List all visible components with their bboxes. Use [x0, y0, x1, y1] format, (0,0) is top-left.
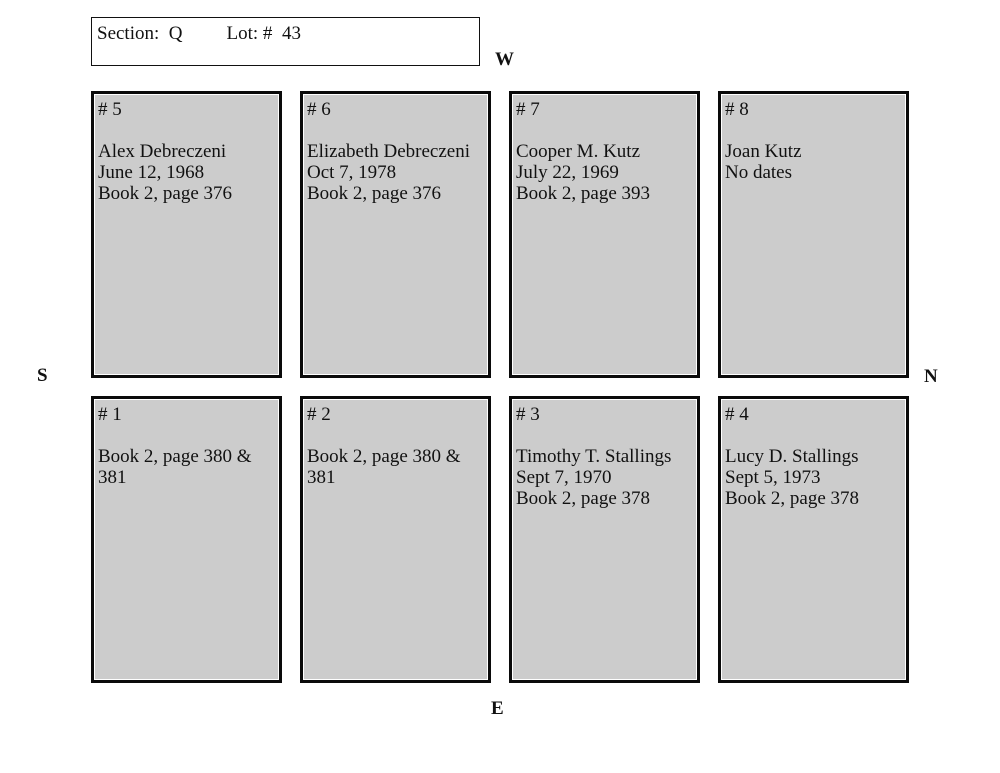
- compass-north: N: [924, 366, 938, 387]
- section-label: Section:: [97, 23, 160, 44]
- header-text: Section: Q Lot: # 43: [97, 23, 301, 45]
- compass-west: W: [495, 49, 514, 70]
- plot-record: Book 2, page 378: [725, 488, 860, 509]
- plot-record: Book 2, page 376: [98, 183, 233, 204]
- plot-record: Book 2, page 393: [516, 183, 651, 204]
- compass-south: S: [37, 365, 48, 386]
- plot-date: Sept 5, 1973: [725, 467, 821, 488]
- plot-number: # 5: [98, 99, 122, 120]
- plot-date: Oct 7, 1978: [307, 162, 397, 183]
- plot-number: # 8: [725, 99, 749, 120]
- plot-record: Book 2, page 378: [516, 488, 651, 509]
- plot-number: # 6: [307, 99, 331, 120]
- plot-number: # 3: [516, 404, 540, 425]
- plot-2: # 2 Book 2, page 380 & 381: [300, 396, 491, 683]
- plot-name: Timothy T. Stallings: [516, 446, 672, 467]
- plot-number: # 2: [307, 404, 331, 425]
- plot-number: # 4: [725, 404, 749, 425]
- section-lot-header: Section: Q Lot: # 43: [91, 17, 480, 66]
- plot-record: Book 2, page 380 & 381: [307, 446, 461, 488]
- plot-4: # 4 Lucy D. Stallings Sept 5, 1973 Book …: [718, 396, 909, 683]
- plot-3: # 3 Timothy T. Stallings Sept 7, 1970 Bo…: [509, 396, 700, 683]
- plot-record: Book 2, page 380 & 381: [98, 446, 252, 488]
- plot-name: Joan Kutz: [725, 141, 802, 162]
- section-value: Q: [168, 23, 183, 44]
- plot-date: June 12, 1968: [98, 162, 205, 183]
- plot-6: # 6 Elizabeth Debreczeni Oct 7, 1978 Boo…: [300, 91, 491, 378]
- plot-date: July 22, 1969: [516, 162, 619, 183]
- plot-5: # 5 Alex Debreczeni June 12, 1968 Book 2…: [91, 91, 282, 378]
- lot-value: 43: [281, 23, 301, 44]
- plot-record: Book 2, page 376: [307, 183, 442, 204]
- plot-7: # 7 Cooper M. Kutz July 22, 1969 Book 2,…: [509, 91, 700, 378]
- plot-name: Lucy D. Stallings: [725, 446, 859, 467]
- plot-8: # 8 Joan Kutz No dates: [718, 91, 909, 378]
- plot-date: No dates: [725, 162, 793, 183]
- plot-name: Elizabeth Debreczeni: [307, 141, 470, 162]
- plot-number: # 1: [98, 404, 122, 425]
- compass-east: E: [491, 698, 504, 719]
- lot-label: Lot: #: [226, 23, 273, 44]
- plot-name: Cooper M. Kutz: [516, 141, 641, 162]
- plot-1: # 1 Book 2, page 380 & 381: [91, 396, 282, 683]
- plot-number: # 7: [516, 99, 540, 120]
- plot-date: Sept 7, 1970: [516, 467, 612, 488]
- plot-name: Alex Debreczeni: [98, 141, 227, 162]
